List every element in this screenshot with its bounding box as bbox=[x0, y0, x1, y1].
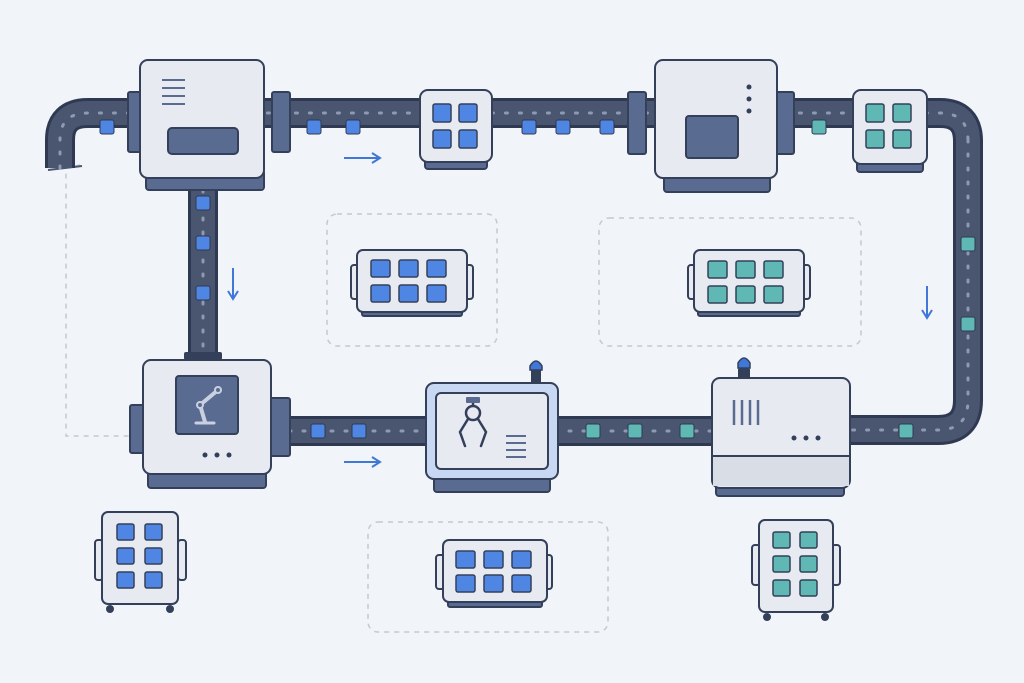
buffer-zone-2 bbox=[598, 217, 862, 347]
press-station bbox=[627, 59, 795, 193]
menu-lines-icon bbox=[162, 79, 185, 105]
intake-slot bbox=[167, 127, 239, 155]
buffer-zone-3 bbox=[367, 521, 609, 633]
left-vertical-conveyor-belt bbox=[188, 185, 218, 360]
screen-panel-icon bbox=[685, 115, 739, 159]
arrow-down-icon bbox=[227, 268, 239, 301]
pallet-blue-2 bbox=[435, 539, 553, 608]
arrow-right-icon bbox=[344, 152, 382, 164]
gripper-station bbox=[425, 360, 559, 493]
arrow-down-icon bbox=[921, 286, 933, 320]
vent-grille-icon bbox=[732, 400, 760, 425]
pallet-blue-1 bbox=[350, 249, 474, 317]
cart-blue bbox=[94, 511, 187, 613]
belt-items bbox=[99, 119, 976, 439]
robot-arm-icon bbox=[175, 375, 239, 435]
status-light bbox=[737, 357, 751, 369]
buffer-zone-1 bbox=[326, 213, 498, 347]
packaging-station bbox=[711, 357, 851, 497]
right-conveyor-belt bbox=[848, 138, 983, 445]
sorting-unit-teal bbox=[852, 89, 928, 173]
top-conveyor-belt bbox=[45, 98, 983, 170]
pallet-teal-1 bbox=[687, 249, 811, 317]
cart-teal bbox=[751, 519, 841, 621]
robot-arm-station bbox=[129, 352, 291, 489]
arrow-right-icon bbox=[344, 456, 382, 468]
intake-station bbox=[127, 59, 291, 191]
status-light bbox=[529, 360, 543, 371]
sorting-unit-blue bbox=[419, 89, 493, 170]
gripper-claw-icon bbox=[458, 397, 488, 448]
return-path-dashed-line bbox=[65, 164, 140, 437]
